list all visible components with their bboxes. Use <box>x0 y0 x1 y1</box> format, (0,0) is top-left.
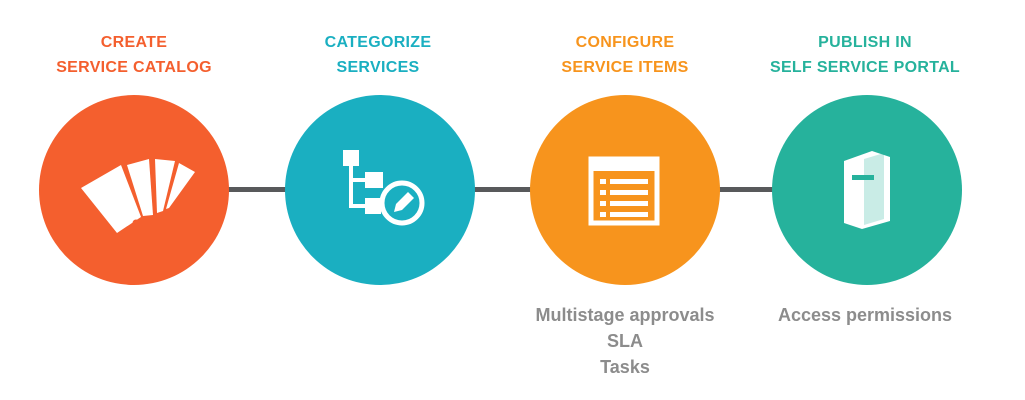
step-3-detail-1: Multistage approvals <box>535 305 715 325</box>
step-3-details: Multistage approvals SLA Tasks <box>495 302 755 380</box>
step-2-title-line-1: CATEGORIZE <box>324 34 432 51</box>
step-2-title: CATEGORIZE SERVICES <box>258 30 498 80</box>
step-3-title-line-1: CONFIGURE <box>575 34 675 51</box>
step-4-details: Access permissions <box>735 302 995 328</box>
step-1-circle <box>39 95 229 285</box>
open-book-icon <box>844 151 890 229</box>
step-3-title-line-2: SERVICE ITEMS <box>561 59 689 76</box>
step-1-title-line-2: SERVICE CATALOG <box>56 59 212 76</box>
connector-line-1 <box>225 187 295 192</box>
step-3-detail-3: Tasks <box>600 357 650 377</box>
list-form-icon <box>588 156 660 226</box>
step-4-title-line-1: PUBLISH IN <box>818 34 912 51</box>
connector-line-3 <box>715 187 780 192</box>
step-3-title: CONFIGURE SERVICE ITEMS <box>505 30 745 80</box>
step-1-title: CREATE SERVICE CATALOG <box>14 30 254 80</box>
step-4-detail-1: Access permissions <box>777 305 953 325</box>
color-swatch-fan-icon <box>81 159 195 233</box>
step-3-detail-2: SLA <box>607 331 643 351</box>
step-4-title-line-2: SELF SERVICE PORTAL <box>769 59 961 76</box>
step-2-circle <box>285 95 475 285</box>
step-2-title-line-2: SERVICES <box>336 59 420 76</box>
step-1-title-line-1: CREATE <box>100 34 168 51</box>
step-4-circle <box>772 95 962 285</box>
connector-line-2 <box>470 187 535 192</box>
step-3-circle <box>530 95 720 285</box>
hierarchy-edit-icon <box>343 150 425 226</box>
step-4-title: PUBLISH IN SELF SERVICE PORTAL <box>745 30 985 80</box>
